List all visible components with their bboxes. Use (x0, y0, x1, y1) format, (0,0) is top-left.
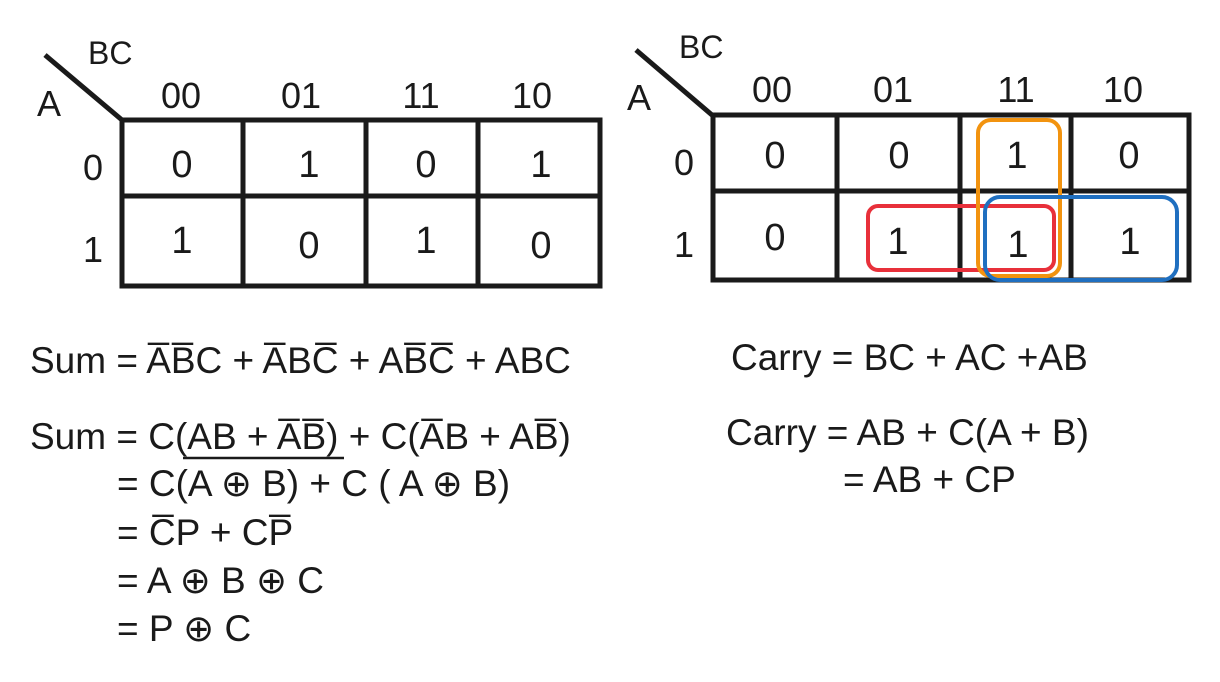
sum-equations: Sum = A̅B̅C + A̅BC̅ + AB̅C̅ + ABC Sum = … (30, 340, 571, 649)
kmap-corner-diagonal (43, 53, 124, 122)
kmap-sum: BC A 00 01 11 10 0 1 0 1 0 1 1 0 1 0 (37, 35, 603, 289)
row-header: 1 (674, 224, 694, 265)
kmap-grid-border (119, 117, 603, 289)
kmap-cell-value: 0 (764, 135, 785, 177)
group-loop-red (866, 204, 1056, 272)
col-header: 10 (512, 75, 552, 116)
col-header: 00 (752, 69, 792, 110)
col-header: 01 (873, 69, 913, 110)
kmap-cell-value: 1 (1119, 221, 1140, 263)
col-header: 01 (281, 75, 321, 116)
col-header: 11 (997, 69, 1034, 110)
row-variable-label: A (627, 77, 651, 118)
col-header: 00 (161, 75, 201, 116)
carry-equation-line: Carry = BC + AC +AB (731, 337, 1088, 378)
kmap-grid-border (710, 112, 1192, 283)
group-loop-blue (983, 195, 1179, 282)
row-variable-label: A (37, 83, 61, 124)
kmap-cell-value: 1 (1006, 135, 1027, 177)
sum-equation-line: Sum = C(AB + A̅B̅) + C(A̅B + AB̅) (30, 416, 571, 457)
kmap-cell-value: 0 (888, 135, 909, 177)
col-header: 10 (1103, 69, 1143, 110)
row-header: 1 (83, 229, 103, 270)
carry-equation-line: = AB + CP (843, 459, 1016, 500)
kmap-corner-diagonal (634, 48, 714, 117)
sum-equation-line: = C̅P + CP̅ (117, 512, 293, 553)
kmap-cell-value: 1 (887, 221, 908, 263)
kmap-cell-value: 1 (298, 144, 319, 186)
col-variable-label: BC (679, 29, 723, 65)
col-variable-label: BC (88, 35, 132, 71)
sum-equation-line: Sum = A̅B̅C + A̅BC̅ + AB̅C̅ + ABC (30, 340, 571, 381)
sum-equation-line: = A ⊕ B ⊕ C (117, 560, 324, 601)
kmap-cell-value: 1 (1007, 224, 1028, 266)
kmap-cell-value: 0 (530, 225, 551, 267)
carry-equation-line: Carry = AB + C(A + B) (726, 412, 1089, 453)
kmap-cell-value: 1 (530, 144, 551, 186)
kmap-cell-value: 1 (171, 220, 192, 262)
kmap-cell-value: 0 (171, 144, 192, 186)
kmap-cell-value: 0 (415, 144, 436, 186)
kmap-cell-value: 0 (298, 225, 319, 267)
kmap-cell-value: 0 (1118, 135, 1139, 177)
kmap-cell-value: 1 (415, 220, 436, 262)
row-header: 0 (674, 142, 694, 183)
col-header: 11 (402, 75, 439, 116)
sum-equation-line: = P ⊕ C (117, 608, 251, 649)
row-header: 0 (83, 147, 103, 188)
kmap-carry: BC A 00 01 11 10 0 1 0 0 1 0 0 1 1 1 (627, 29, 1192, 283)
kmap-cell-value: 0 (764, 217, 785, 259)
carry-equations: Carry = BC + AC +AB Carry = AB + C(A + B… (726, 337, 1089, 500)
sum-equation-line: = C(A ⊕ B) + C ( A ⊕ B) (117, 463, 510, 504)
